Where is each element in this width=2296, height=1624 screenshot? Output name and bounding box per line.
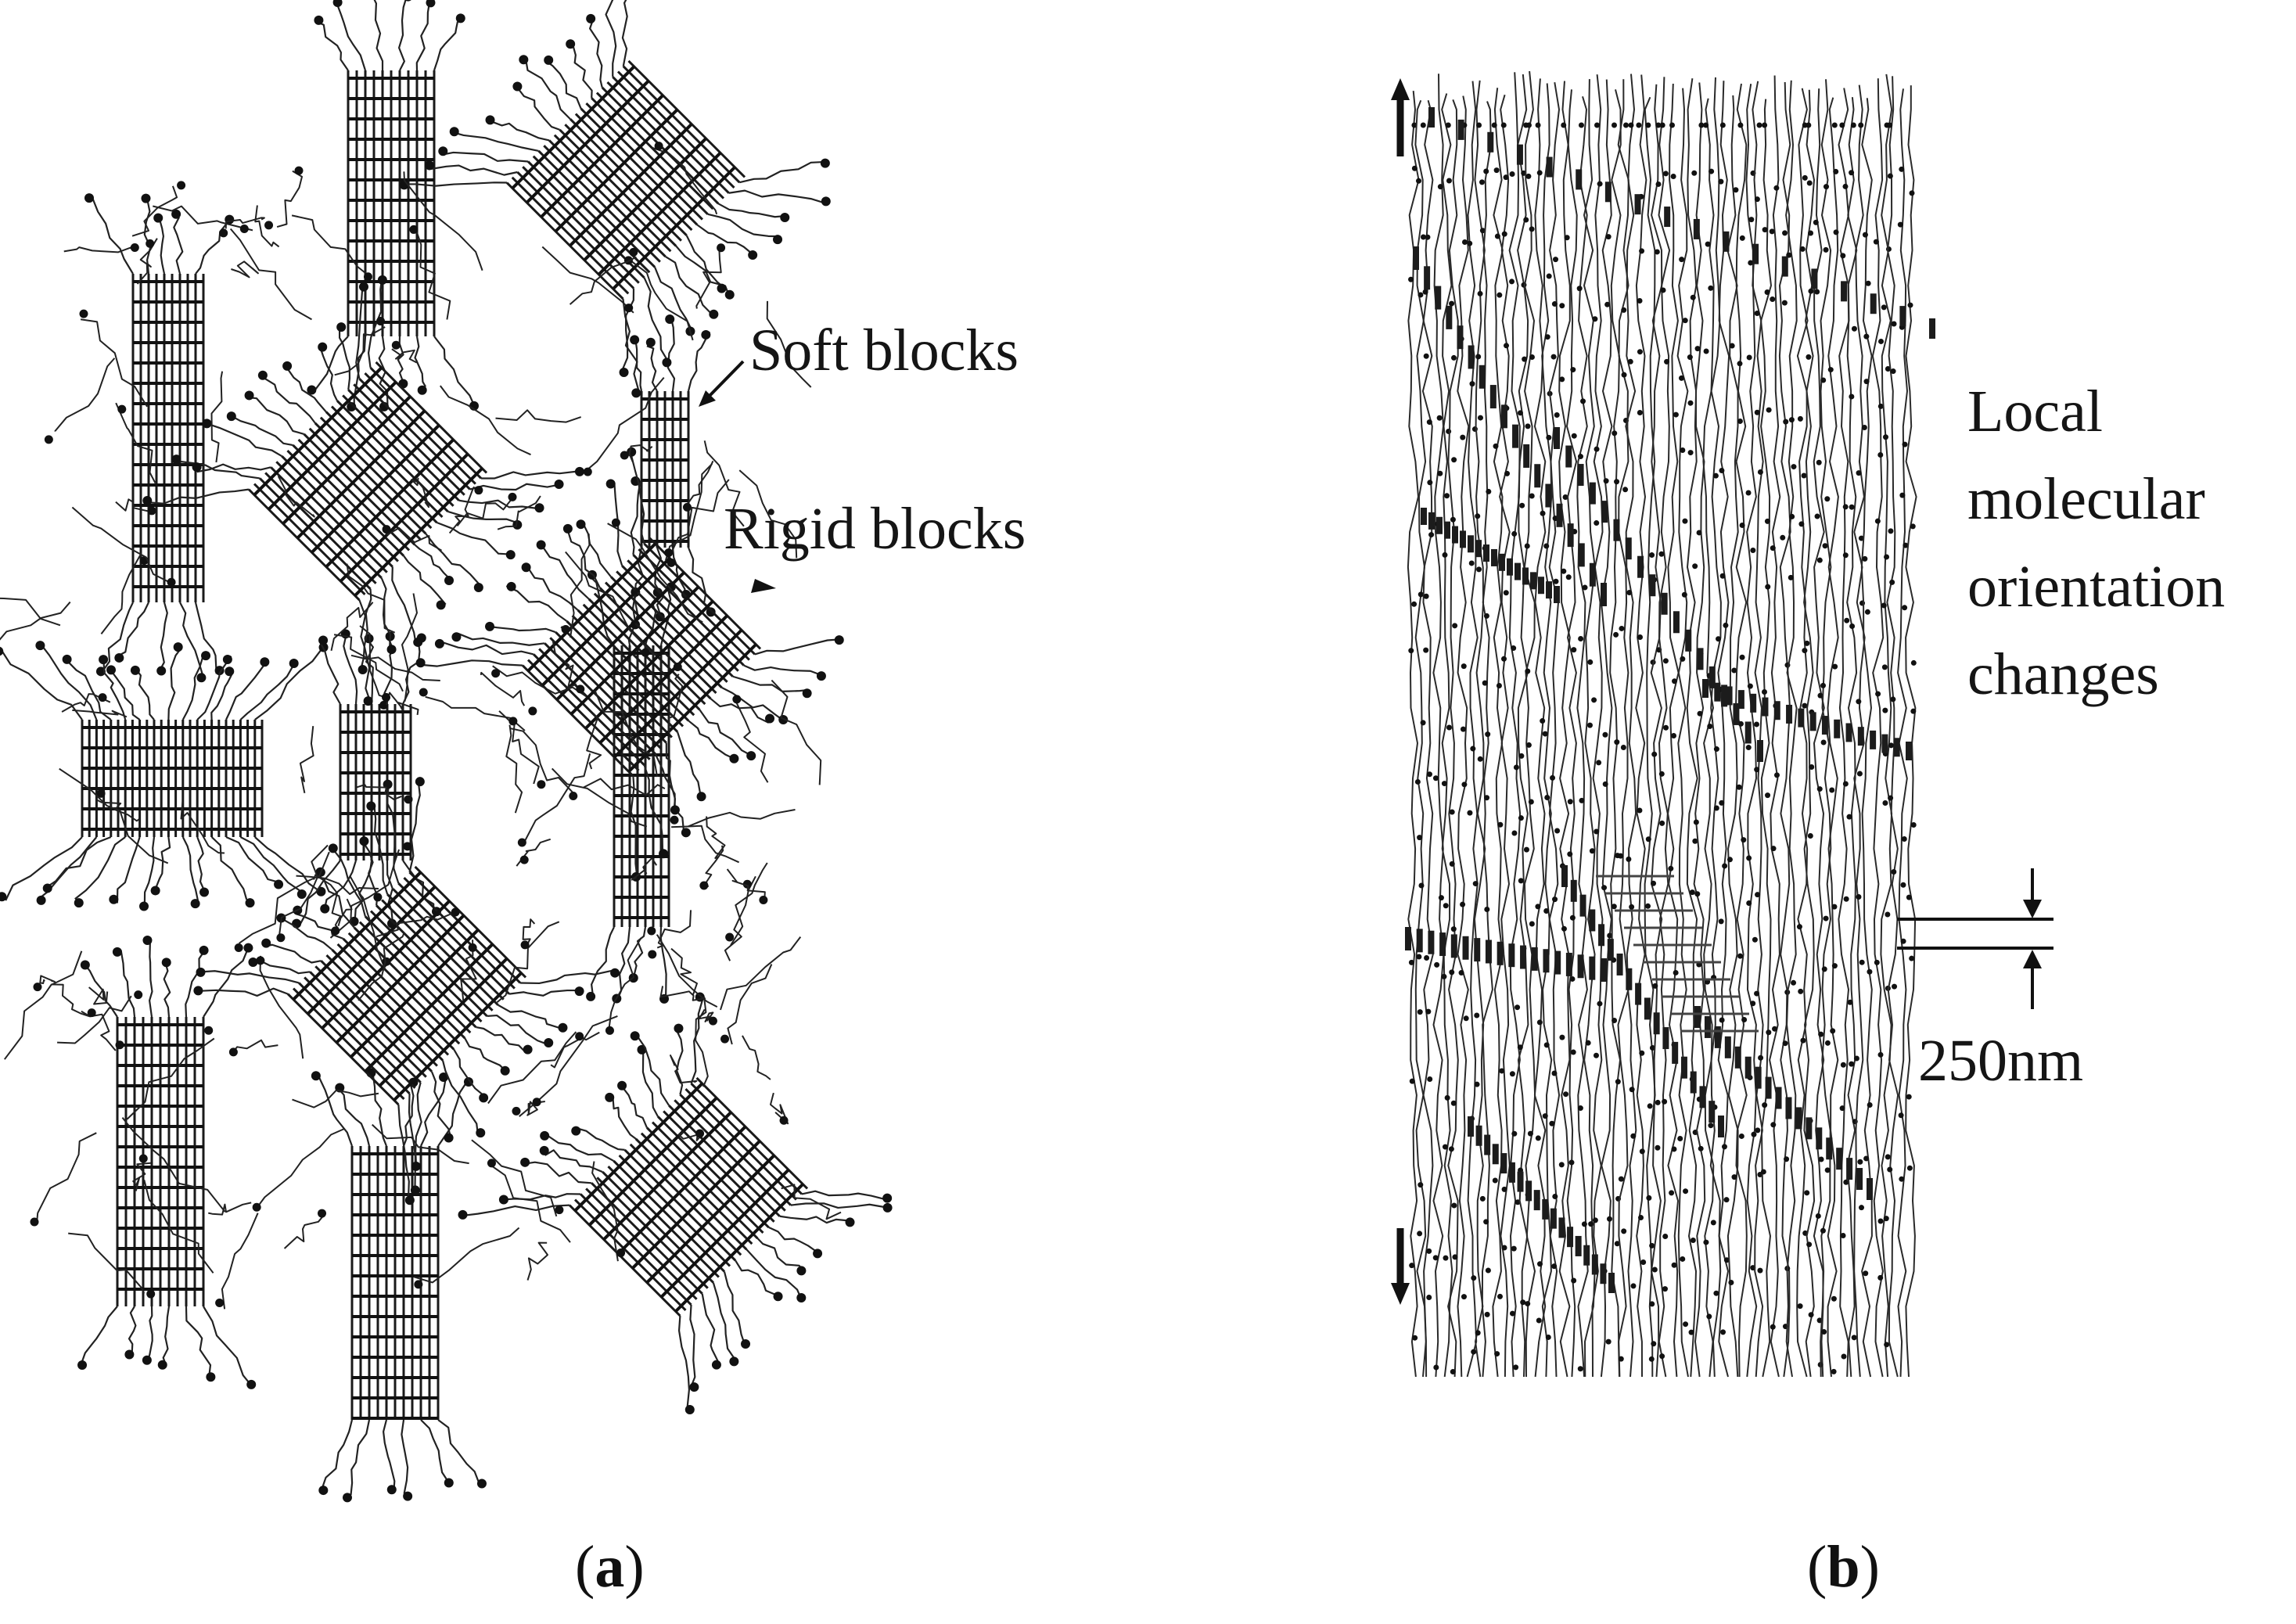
orientation-label-line: changes xyxy=(1967,641,2159,707)
rigid-blocks-label: Rigid blocks xyxy=(724,496,1026,562)
panel-b-orientation-schematic xyxy=(1405,70,1935,1378)
soft-blocks-label: Soft blocks xyxy=(749,318,1019,383)
orientation-label-line: orientation xyxy=(1967,554,2226,620)
caption-b-letter: b xyxy=(1827,1534,1860,1600)
orientation-label-line: molecular xyxy=(1967,466,2205,532)
panel-a-polymer-schematic xyxy=(0,0,893,1503)
caption-b: (b) xyxy=(1807,1534,1880,1600)
orientation-label: Local molecular orientation changes xyxy=(1967,368,2225,718)
scale-label: 250nm xyxy=(1918,1028,2084,1094)
annotation-arrows xyxy=(699,78,2053,1305)
orientation-label-line: Local xyxy=(1967,379,2104,444)
caption-a: (a) xyxy=(575,1534,645,1600)
caption-a-letter: a xyxy=(595,1534,625,1600)
